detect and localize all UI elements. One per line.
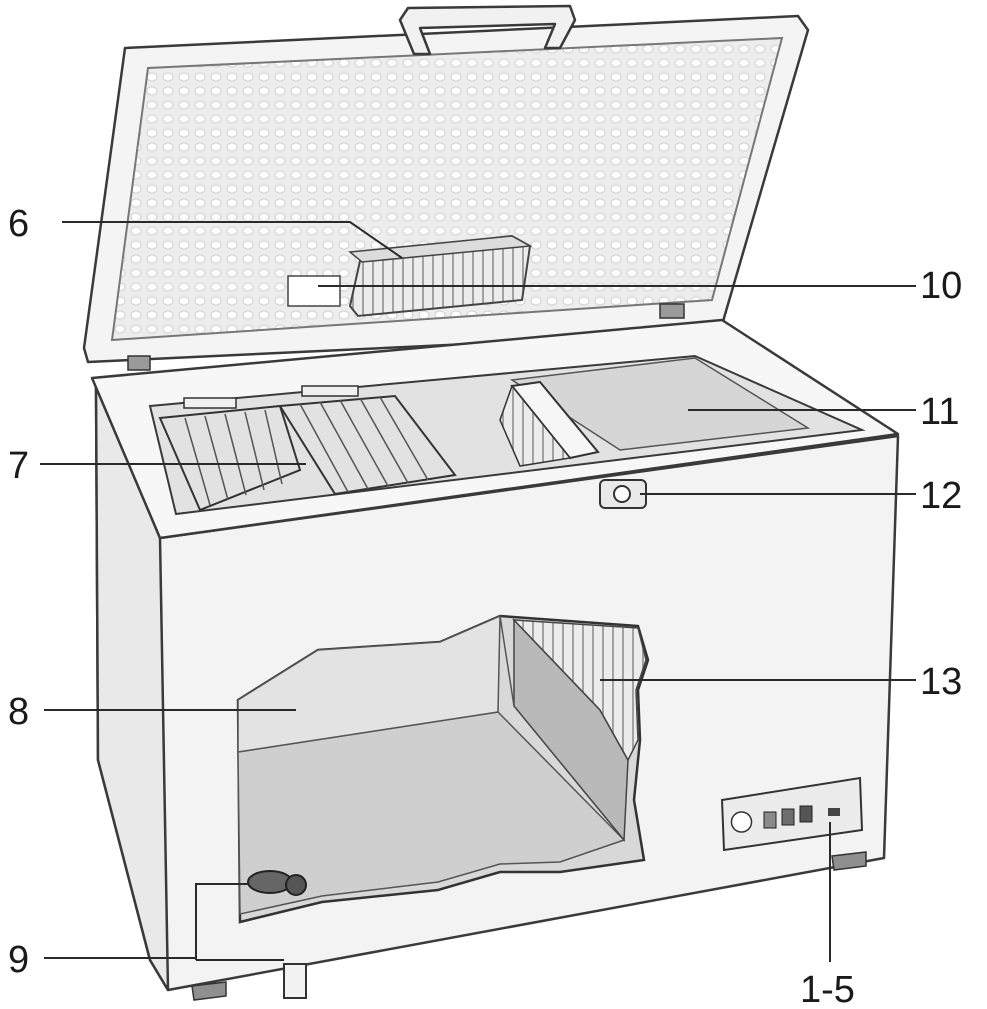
cutaway-interior — [236, 614, 650, 924]
callout-8: 8 — [8, 691, 29, 733]
leader-6 — [62, 221, 403, 259]
lid-hinge-right — [659, 303, 685, 319]
storage-baskets[interactable] — [158, 385, 457, 512]
rating-label — [287, 275, 341, 307]
indicator-light-3 — [799, 805, 813, 823]
basket-handle-left[interactable] — [183, 397, 237, 409]
drain-plug[interactable] — [195, 870, 307, 999]
indicator-light-1 — [763, 811, 777, 829]
callout-1-5: 1-5 — [800, 969, 855, 1009]
interior-floor — [237, 711, 626, 915]
lid-handle[interactable] — [398, 4, 577, 56]
evaporator-panel — [512, 619, 647, 762]
foot-left-shape — [191, 981, 227, 1001]
callout-13: 13 — [920, 661, 962, 703]
fast-freeze-switch[interactable] — [828, 808, 840, 816]
callout-labels: 6 10 11 7 12 13 8 9 1-5 — [8, 203, 962, 1009]
lid[interactable] — [82, 4, 810, 371]
lid-inner-panel — [110, 36, 784, 342]
divider-basket — [499, 384, 572, 467]
leader-lines — [40, 221, 916, 962]
grille-top — [348, 235, 533, 263]
callout-11: 11 — [920, 391, 959, 433]
callout-12: 12 — [920, 475, 962, 517]
lock-keyhole-icon — [613, 485, 631, 503]
indicator-light-2 — [781, 808, 795, 826]
drain-plug-cap[interactable] — [247, 870, 293, 894]
cutaway-edge — [499, 615, 515, 707]
lock[interactable] — [599, 479, 647, 509]
callout-10: 10 — [920, 265, 962, 307]
control-panel[interactable] — [720, 776, 864, 852]
drain-plug-knob[interactable] — [285, 874, 307, 896]
foot-right-shape — [831, 851, 867, 871]
drain-outlet[interactable] — [283, 963, 307, 999]
ventilation-grille — [348, 234, 533, 318]
basket-handle-right[interactable] — [301, 385, 359, 397]
callout-6: 6 — [8, 203, 29, 245]
callout-7: 7 — [8, 445, 29, 487]
basket-wires — [184, 396, 429, 506]
lid-hinge-left — [127, 355, 151, 371]
drain-bracket — [195, 883, 284, 961]
thermostat-knob-icon[interactable] — [730, 811, 753, 833]
basket-left[interactable] — [158, 404, 302, 512]
opening-back-wall — [509, 357, 811, 451]
basket-right[interactable] — [278, 394, 457, 496]
callout-9: 9 — [8, 939, 29, 981]
